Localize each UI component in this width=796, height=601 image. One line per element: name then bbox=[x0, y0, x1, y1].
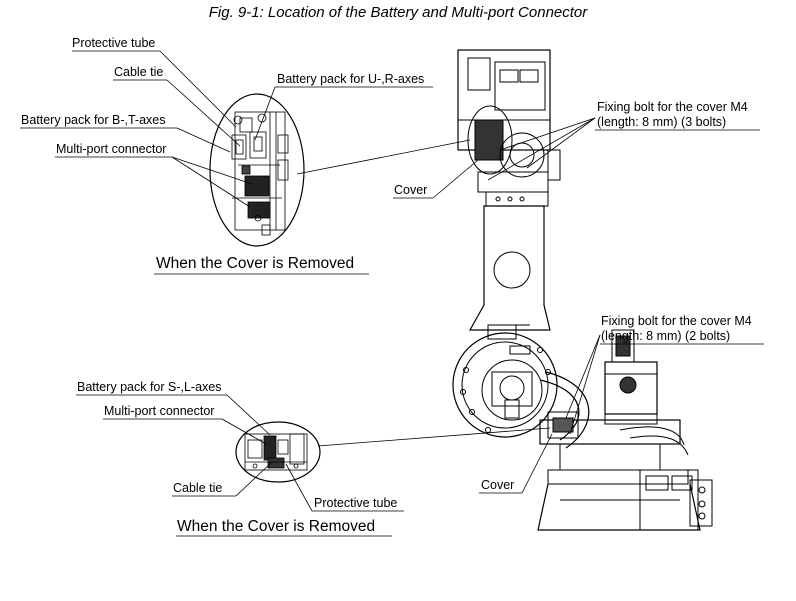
robot-leaders bbox=[393, 117, 764, 494]
label-battery-bt: Battery pack for B-,T-axes bbox=[21, 113, 166, 127]
label-cable-tie-bottom: Cable tie bbox=[173, 481, 223, 495]
label-multiport-bottom: Multi-port connector bbox=[104, 404, 215, 418]
label-cable-tie-top: Cable tie bbox=[114, 65, 164, 79]
bottom-detail-view bbox=[235, 421, 321, 483]
label-fixing-bolt-lower-2: (length: 8 mm) (2 bolts) bbox=[601, 329, 731, 343]
label-protective-tube-bottom: Protective tube bbox=[314, 496, 398, 510]
label-battery-sl: Battery pack for S-,L-axes bbox=[77, 380, 222, 394]
label-fixing-bolt-upper-1: Fixing bolt for the cover M4 bbox=[597, 100, 748, 114]
label-cover-upper: Cover bbox=[394, 183, 428, 197]
bottom-detail-leaders bbox=[76, 394, 551, 537]
top-detail-leaders bbox=[20, 50, 471, 275]
subtitle-top-detail: When the Cover is Removed bbox=[156, 255, 355, 272]
label-protective-tube-top: Protective tube bbox=[72, 36, 156, 50]
label-cover-lower: Cover bbox=[481, 478, 515, 492]
label-battery-ur: Battery pack for U-,R-axes bbox=[277, 72, 425, 86]
subtitle-bottom-detail: When the Cover is Removed bbox=[177, 518, 376, 535]
label-fixing-bolt-lower-1: Fixing bolt for the cover M4 bbox=[601, 314, 752, 328]
figure-caption: Fig. 9-1: Location of the Battery and Mu… bbox=[208, 4, 588, 21]
label-fixing-bolt-upper-2: (length: 8 mm) (3 bolts) bbox=[597, 115, 727, 129]
label-multiport-top: Multi-port connector bbox=[56, 142, 167, 156]
robot-illustration bbox=[452, 49, 713, 531]
top-detail-view bbox=[209, 93, 305, 247]
